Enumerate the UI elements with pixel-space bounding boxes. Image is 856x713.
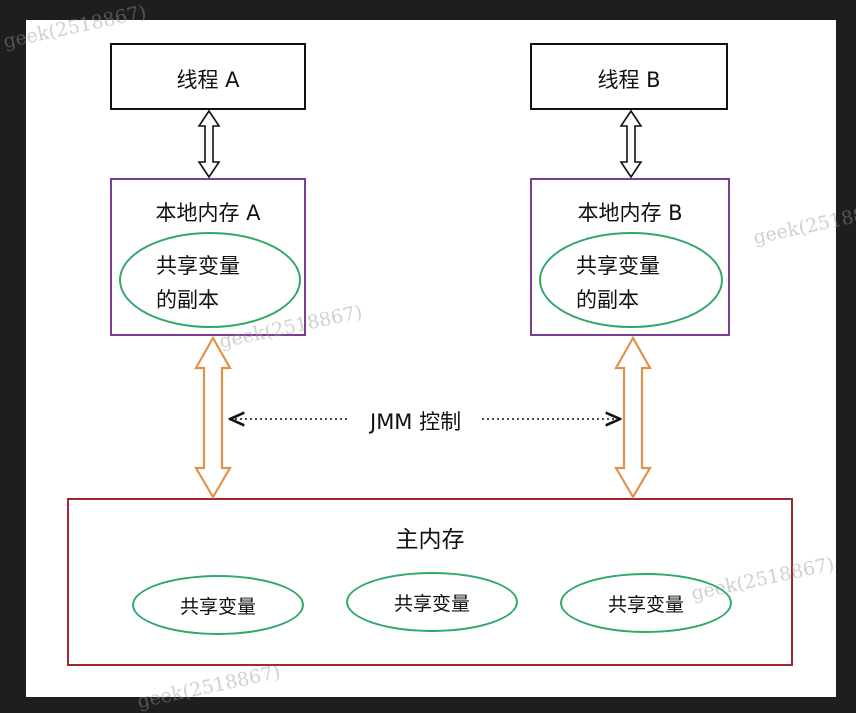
local-b-main-arrow <box>614 335 652 500</box>
local-memory-b-label: 本地内存 B <box>577 201 683 225</box>
local-memory-a-box: 本地内存 A 共享变量 的副本 <box>110 178 306 336</box>
local-memory-b-box: 本地内存 B 共享变量 的副本 <box>530 178 730 336</box>
main-memory-label: 主内存 <box>395 527 465 553</box>
shared-variable-1-label: 共享变量 <box>179 596 256 618</box>
shared-variable-copy-b: 共享变量 的副本 <box>539 232 723 328</box>
shared-variable-1: 共享变量 <box>132 575 304 635</box>
shared-variable-2-label: 共享变量 <box>393 593 470 615</box>
shared-variable-3: 共享变量 <box>560 573 732 633</box>
local-a-main-arrow <box>194 335 232 500</box>
copy-b-line1: 共享变量 <box>576 254 660 278</box>
copy-a-line1: 共享变量 <box>156 254 240 278</box>
thread-a-local-a-arrow <box>197 109 221 179</box>
local-memory-a-label: 本地内存 A <box>155 201 261 225</box>
copy-a-line2: 的副本 <box>156 288 219 312</box>
thread-b-label: 线程 B <box>597 68 661 92</box>
main-memory-box: 主内存 共享变量 共享变量 共享变量 <box>67 498 793 666</box>
shared-variable-2: 共享变量 <box>346 572 518 632</box>
thread-a-box: 线程 A <box>110 43 306 110</box>
thread-a-label: 线程 A <box>176 68 240 92</box>
jmm-control-label: JMM 控制 <box>370 410 462 434</box>
thread-b-box: 线程 B <box>530 43 728 110</box>
thread-b-local-b-arrow <box>619 109 643 179</box>
shared-variable-copy-a: 共享变量 的副本 <box>119 232 301 328</box>
shared-variable-3-label: 共享变量 <box>607 594 684 616</box>
copy-b-line2: 的副本 <box>576 288 639 312</box>
